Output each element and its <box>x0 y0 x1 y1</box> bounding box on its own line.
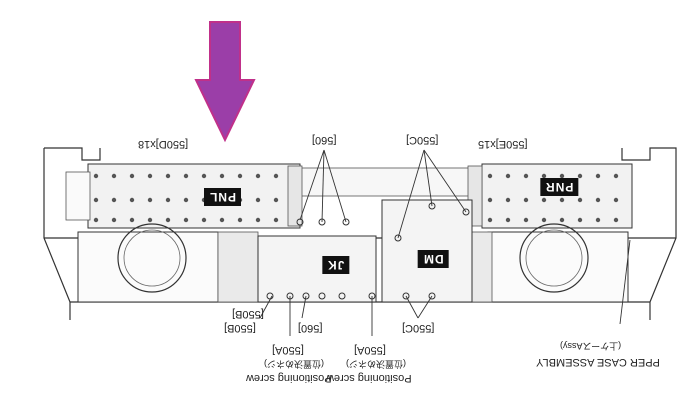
positioning-screw-left: Positioning screw <box>246 372 332 384</box>
screw <box>165 217 171 223</box>
screw <box>302 292 310 300</box>
callout-560-top: [560] <box>312 134 337 146</box>
screw <box>201 173 207 179</box>
screw <box>523 197 529 203</box>
screw <box>93 217 99 223</box>
screw <box>559 197 565 203</box>
callout-550c-top: [550C] <box>406 134 439 146</box>
screw <box>255 197 261 203</box>
screw <box>273 217 279 223</box>
screw <box>147 217 153 223</box>
down-arrow-icon <box>194 21 256 143</box>
screw <box>147 197 153 203</box>
screw <box>523 217 529 223</box>
screw <box>505 217 511 223</box>
screw <box>255 173 261 179</box>
screw <box>541 197 547 203</box>
callout-550b-2: [550B] <box>232 308 264 320</box>
screw <box>111 173 117 179</box>
right-speaker <box>467 223 629 303</box>
pnl-tag: PNL <box>204 188 241 206</box>
screw <box>487 217 493 223</box>
upper-case-assy-jp: (上ケースAssy) <box>560 341 622 351</box>
screw <box>183 217 189 223</box>
dm-tag: DM <box>418 250 449 268</box>
callout-550a-right: [550A] <box>354 344 386 356</box>
screw <box>165 173 171 179</box>
leader-lines <box>259 149 631 336</box>
screw <box>338 292 346 300</box>
screw <box>318 292 326 300</box>
screw <box>595 197 601 203</box>
screw <box>129 197 135 203</box>
screw <box>93 197 99 203</box>
screw <box>462 208 470 216</box>
pnr-tag: PNR <box>540 178 579 196</box>
screw <box>487 173 493 179</box>
screw <box>505 197 511 203</box>
positioning-jp-right: (位置決めネジ) <box>346 359 406 369</box>
jk-board <box>257 235 377 303</box>
screw <box>255 217 261 223</box>
screw <box>286 292 294 300</box>
screw <box>613 173 619 179</box>
upper-case-assembly-label: PPER CASE ASSEMBLY <box>536 356 660 368</box>
screw <box>523 173 529 179</box>
screw <box>559 173 565 179</box>
callout-550a-left: [550A] <box>272 344 304 356</box>
screw <box>541 217 547 223</box>
screw <box>505 173 511 179</box>
screw <box>219 217 225 223</box>
screw <box>559 217 565 223</box>
callout-550b: [550B] <box>224 322 256 334</box>
screw <box>342 218 350 226</box>
screw <box>541 173 547 179</box>
screw <box>402 292 410 300</box>
screw <box>93 173 99 179</box>
screw <box>613 217 619 223</box>
screw <box>183 197 189 203</box>
screw <box>318 218 326 226</box>
jk-tag: JK <box>322 256 350 274</box>
screw <box>595 173 601 179</box>
screw <box>428 202 436 210</box>
callout-550e: [550E]x15 <box>478 138 528 150</box>
screw <box>266 292 274 300</box>
screw <box>111 197 117 203</box>
screw <box>577 173 583 179</box>
screw <box>237 173 243 179</box>
screw <box>201 217 207 223</box>
screw <box>147 173 153 179</box>
screw <box>111 217 117 223</box>
pnl-board <box>65 163 301 229</box>
callout-550c-bottom: [550C] <box>402 322 435 334</box>
screw <box>219 173 225 179</box>
screw <box>165 197 171 203</box>
screw <box>129 217 135 223</box>
screw <box>273 173 279 179</box>
screw <box>183 173 189 179</box>
positioning-jp-left: (位置決めネジ) <box>264 359 324 369</box>
screw <box>273 197 279 203</box>
screw <box>577 197 583 203</box>
screw <box>368 292 376 300</box>
left-speaker <box>77 223 259 303</box>
positioning-screw-right: Positioning screw <box>326 372 412 384</box>
screw <box>577 217 583 223</box>
callout-560-bottom: [560] <box>298 322 323 334</box>
screw <box>428 292 436 300</box>
screw <box>237 217 243 223</box>
pnr-board <box>481 163 633 229</box>
screw <box>394 234 402 242</box>
screw <box>129 173 135 179</box>
screw <box>487 197 493 203</box>
screw <box>296 218 304 226</box>
screw <box>595 217 601 223</box>
screw <box>613 197 619 203</box>
callout-550d: [550D]x18 <box>138 138 189 150</box>
